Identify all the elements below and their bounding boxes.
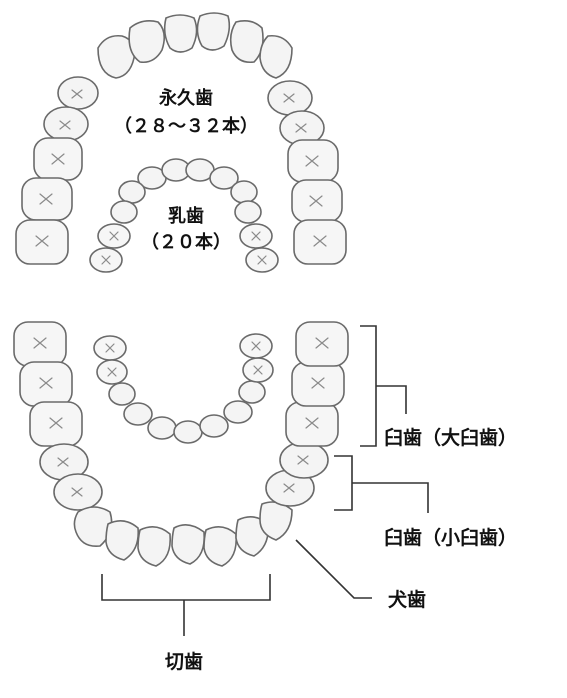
tooth — [259, 34, 293, 79]
molar — [295, 321, 349, 367]
tooth — [196, 12, 231, 51]
lower-permanent-arch — [13, 321, 349, 567]
incisor-bracket — [101, 574, 271, 601]
molar — [15, 219, 69, 265]
molar — [291, 361, 345, 407]
tooth — [267, 80, 313, 116]
large-molar-label: 臼歯（大臼歯） — [384, 426, 517, 449]
tooth — [137, 526, 172, 567]
tooth — [73, 506, 113, 548]
small-molar-leader — [352, 482, 429, 513]
tooth — [203, 526, 238, 567]
small-molar-label: 臼歯（小臼歯） — [384, 526, 517, 549]
tooth — [108, 382, 136, 406]
molar — [293, 219, 347, 265]
tooth — [230, 180, 258, 204]
molar — [285, 401, 339, 447]
large-molar-bracket — [360, 325, 377, 447]
tooth — [97, 34, 136, 79]
molar — [13, 321, 67, 367]
tooth — [53, 473, 103, 511]
tooth — [199, 414, 229, 438]
tooth — [110, 200, 138, 224]
canine-leader — [295, 539, 372, 599]
incisor-label: 切歯 — [165, 650, 203, 673]
permanent-teeth-count: （２８～３２本） — [114, 115, 258, 137]
molar — [291, 179, 343, 223]
tooth — [163, 14, 198, 53]
primary-teeth-label: 乳歯 — [168, 205, 204, 227]
large-molar-leader — [376, 385, 407, 414]
tooth — [234, 200, 262, 224]
upper-primary-arch — [89, 158, 279, 273]
tooth — [238, 380, 266, 404]
tooth — [105, 520, 140, 561]
tooth — [123, 402, 153, 426]
lower-primary-arch — [93, 333, 274, 444]
molar — [29, 401, 83, 447]
upper-permanent-arch — [15, 12, 347, 265]
molar — [287, 139, 339, 183]
tooth — [229, 20, 264, 64]
tooth — [173, 420, 203, 444]
tooth — [147, 416, 177, 440]
tooth — [209, 166, 239, 190]
primary-teeth-count: （２０本） — [141, 231, 231, 253]
molar — [21, 177, 73, 221]
small-molar-bracket — [334, 455, 353, 511]
canine-label: 犬歯 — [388, 588, 426, 611]
tooth — [279, 441, 329, 479]
molar — [19, 361, 73, 407]
tooth — [223, 400, 253, 424]
tooth — [118, 180, 146, 204]
permanent-teeth-label: 永久歯 — [158, 87, 213, 109]
tooth — [128, 20, 166, 64]
annotation-lines — [101, 325, 429, 636]
tooth — [171, 524, 206, 565]
